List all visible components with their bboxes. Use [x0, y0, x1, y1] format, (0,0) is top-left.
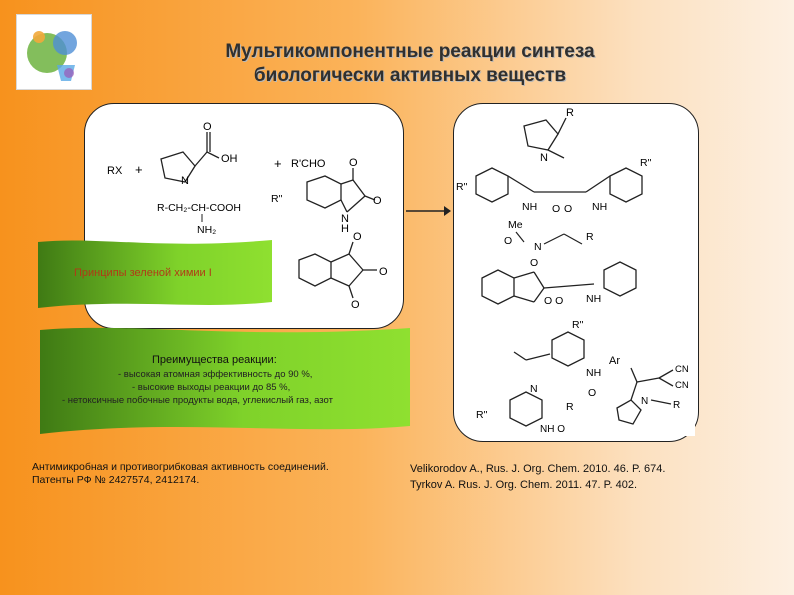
reactants-structures: O OH N RX + + R'CHO R-CH₂-CH-COOH NH₂ O … — [107, 121, 388, 311]
product-oo: O O — [544, 295, 563, 307]
advantage-item-2: - высокие выходы реакции до 85 %, — [132, 382, 291, 393]
green-principles-label: Принципы зеленой химии I — [74, 267, 212, 279]
isatin-o1-label: O — [349, 157, 358, 169]
activity-note-line-2: Патенты РФ № 2427574, 2412174. — [32, 474, 200, 486]
logo — [16, 14, 92, 90]
reference-1: Velikorodov A., Rus. J. Org. Chem. 2010.… — [410, 463, 666, 475]
product-o3: O — [504, 235, 512, 247]
ref-cn2-label: CN — [675, 380, 689, 391]
activity-note: Антимикробная и противогрибковая активно… — [32, 461, 329, 487]
isatin-o2-label: O — [373, 195, 382, 207]
ninhydrin-o2-label: O — [379, 266, 388, 278]
title-line-1: Мультикомпонентные реакции синтеза — [225, 41, 595, 62]
nh2-label: NH₂ — [197, 224, 216, 236]
products-structures: R N R" R" NH O O NH Me O N R O O O NH R" — [456, 107, 652, 435]
plus-sign-2: + — [274, 156, 282, 171]
activity-note-line-1: Антимикробная и противогрибковая активно… — [32, 461, 329, 473]
reference-structure: Ar CN CN N R — [601, 348, 695, 436]
product-n-low: N — [530, 383, 538, 395]
product-n-top: N — [540, 152, 548, 164]
aldehyde-label: R'CHO — [291, 158, 326, 170]
reference-structure-drawing: Ar CN CN N R — [609, 355, 689, 425]
product-r-mid: R — [586, 231, 594, 243]
amino-acid-label: R-CH₂-CH-COOH — [157, 202, 241, 214]
product-r2-low: R" — [476, 409, 488, 421]
ref-cn1-label: CN — [675, 364, 689, 375]
proline-n-label: N — [181, 175, 189, 187]
ninhydrin-o3-label: O — [351, 299, 360, 311]
product-r2-mid: R" — [572, 319, 584, 331]
ninhydrin-o1-label: O — [353, 231, 362, 243]
product-r2-left: R" — [456, 181, 468, 193]
plus-sign-1: + — [135, 162, 143, 177]
product-n-mid: N — [534, 241, 542, 253]
reference-2: Tyrkov A. Rus. J. Org. Chem. 2011. 47. P… — [410, 479, 638, 491]
advantage-item-1: - высокая атомная эффективность до 90 %, — [118, 369, 313, 380]
title-line-2: биологически активных веществ — [253, 65, 567, 86]
reaction-arrow-icon — [406, 206, 451, 216]
product-r-low: R — [566, 401, 574, 413]
ref-n-label: N — [641, 396, 648, 407]
advantages-title: Преимущества реакции: — [152, 354, 277, 366]
product-o5: O — [588, 387, 596, 399]
green-principles-banner — [38, 240, 272, 308]
product-nh4: NH — [586, 367, 601, 379]
product-nh3: NH — [586, 293, 601, 305]
references: Velikorodov A., Rus. J. Org. Chem. 2010.… — [410, 461, 665, 493]
ref-r-label: R — [673, 400, 680, 411]
product-r-top: R — [566, 107, 574, 119]
product-nh2: NH — [592, 201, 607, 213]
product-nh1: NH — [522, 201, 537, 213]
product-o1: O — [552, 203, 560, 215]
oh-label: OH — [221, 153, 238, 165]
o-top-label: O — [203, 121, 212, 133]
ref-ar-label: Ar — [609, 355, 620, 367]
isatin-n-label: N — [341, 213, 349, 225]
product-o2: O — [564, 203, 572, 215]
isatin-h-label: H — [341, 223, 349, 235]
product-nh-o: NH O — [540, 424, 565, 435]
product-o4: O — [530, 257, 538, 269]
product-me: Me — [508, 219, 523, 231]
advantage-item-3: - нетоксичные побочные продукты вода, уг… — [62, 395, 333, 406]
product-r2-right: R" — [640, 157, 652, 169]
advantages-banner — [40, 327, 410, 434]
slide-title: Мультикомпонентные реакции синтеза биоло… — [130, 40, 690, 88]
isatin-r-label: R" — [271, 193, 283, 205]
rx-label: RX — [107, 165, 123, 177]
